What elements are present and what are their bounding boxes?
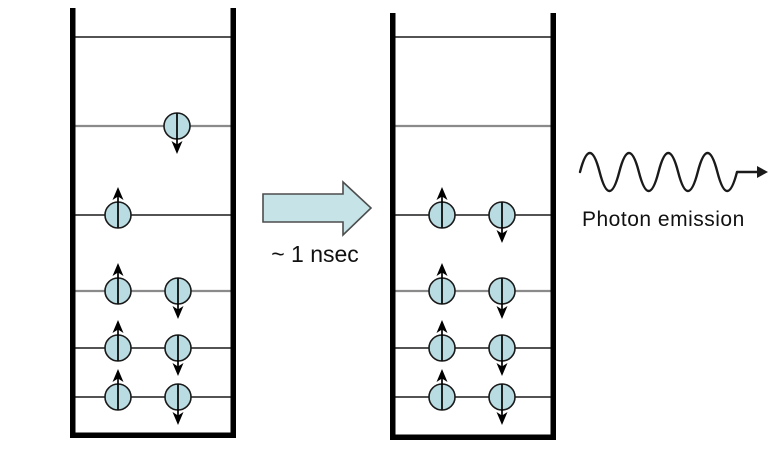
electron-down (488, 201, 516, 243)
electron-down (163, 112, 191, 154)
down-arrow-icon (172, 363, 184, 376)
down-arrow-icon (496, 412, 508, 425)
up-arrow-icon (112, 320, 124, 333)
electron-up (104, 320, 132, 362)
down-arrow-icon (496, 363, 508, 376)
down-arrow-icon (171, 141, 183, 154)
photon-emission-label: Photon emission (582, 208, 745, 231)
up-arrow-icon (112, 187, 124, 200)
electron-down (488, 277, 516, 319)
electron-up (428, 369, 456, 411)
photon-wave-path (578, 151, 739, 193)
electron-up (428, 263, 456, 305)
electron-up (104, 263, 132, 305)
electron-up (428, 320, 456, 362)
electron-down (164, 277, 192, 319)
electron-up (104, 369, 132, 411)
up-arrow-icon (436, 187, 448, 200)
block-arrow-shape (262, 180, 373, 237)
electron-down (488, 383, 516, 425)
right-arrowhead-icon (757, 166, 768, 178)
electron-down (164, 334, 192, 376)
down-arrow-icon (172, 412, 184, 425)
up-arrow-icon (436, 320, 448, 333)
energy-diagram-after (390, 13, 556, 440)
down-arrow-icon (496, 230, 508, 243)
electron-down (164, 383, 192, 425)
electron-up (104, 187, 132, 229)
down-arrow-icon (172, 306, 184, 319)
transition-time-label: ~ 1 nsec (271, 241, 359, 267)
energy-diagram-before (70, 8, 236, 438)
up-arrow-icon (436, 263, 448, 276)
electron-down (488, 334, 516, 376)
up-arrow-icon (112, 369, 124, 382)
up-arrow-icon (436, 369, 448, 382)
down-arrow-icon (496, 306, 508, 319)
electron-up (428, 187, 456, 229)
sine-wave-arrow-icon (578, 151, 768, 193)
right-block-arrow-icon (262, 180, 373, 237)
up-arrow-icon (112, 263, 124, 276)
